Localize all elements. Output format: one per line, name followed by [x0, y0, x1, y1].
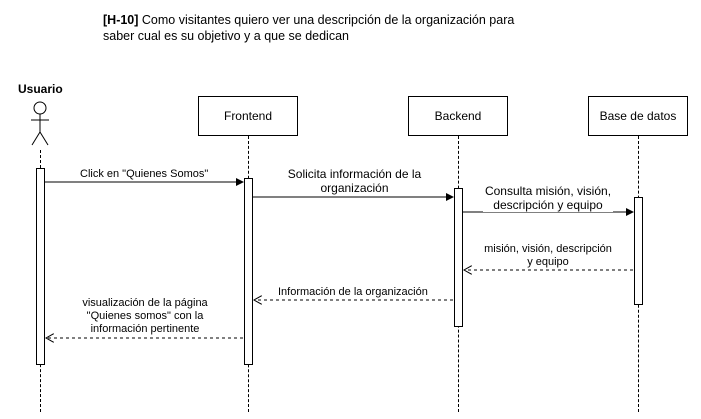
diagram-title: [H-10] Como visitantes quiero ver una de…: [103, 12, 573, 44]
database-activation: [634, 197, 643, 305]
database-box: Base de datos: [588, 96, 688, 136]
message-5-label: Información de la organización: [278, 286, 428, 299]
title-line-1: Como visitantes quiero ver una descripci…: [138, 13, 515, 27]
backend-activation: [454, 188, 463, 327]
actor-label: Usuario: [18, 82, 63, 96]
message-3-label: Consulta misión, visión,descripción y eq…: [483, 184, 613, 212]
story-id: [H-10]: [103, 13, 139, 27]
frontend-box: Frontend: [198, 96, 298, 136]
frontend-activation: [244, 178, 253, 365]
message-6-label: visualización de la página"Quienes somos…: [80, 297, 210, 336]
backend-box: Backend: [408, 96, 508, 136]
message-1-label: Click en "Quienes Somos": [80, 168, 209, 181]
actor-activation: [36, 168, 45, 365]
title-line-2: saber cual es su objetivo y a que se ded…: [103, 29, 349, 43]
actor-stick-figure-icon: [31, 101, 49, 146]
